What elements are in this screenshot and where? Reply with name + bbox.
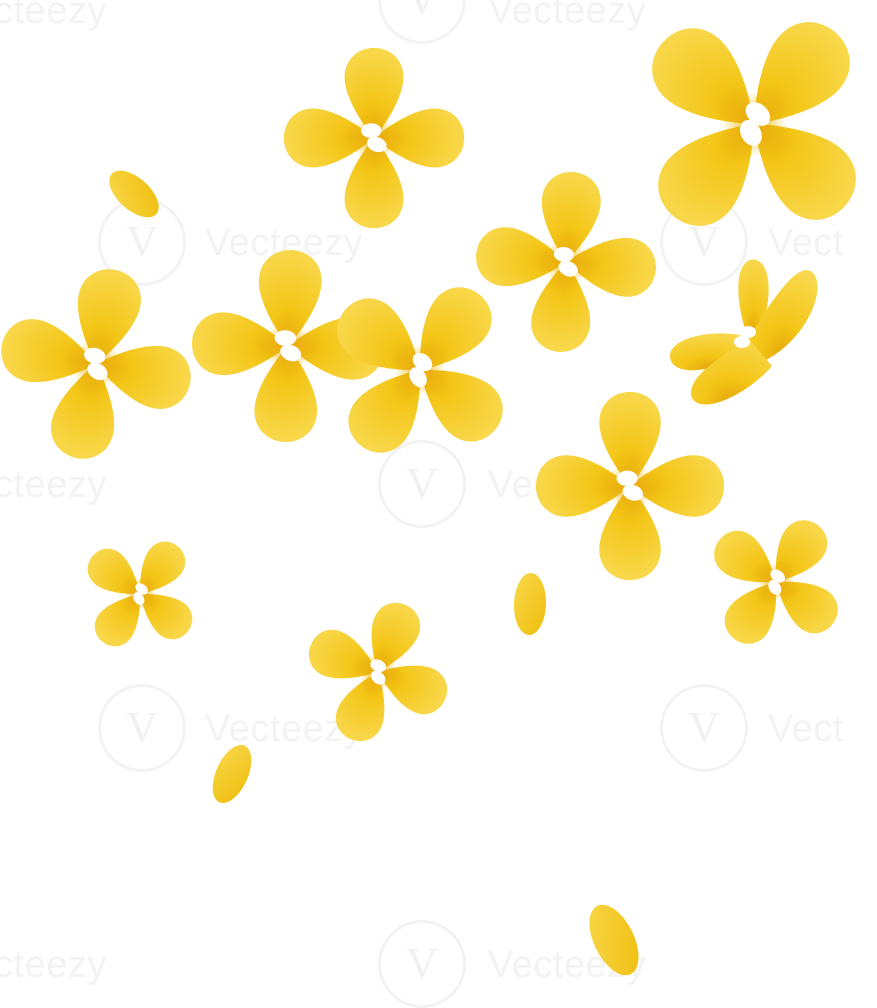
flower-seed xyxy=(274,330,297,346)
flower-petal xyxy=(754,124,856,220)
yellow-flower-icon xyxy=(1,269,191,459)
flower-petal xyxy=(541,172,601,262)
flower-petal xyxy=(139,541,186,594)
flower-petal xyxy=(420,369,503,442)
flower-seed xyxy=(768,580,782,595)
flower-petal xyxy=(599,391,661,486)
flower-seed xyxy=(553,247,574,262)
flower-petal xyxy=(670,333,748,371)
flower-petal xyxy=(283,108,374,168)
flower-seed xyxy=(622,484,644,501)
flower-petal xyxy=(94,594,141,647)
flower-petal xyxy=(754,22,850,124)
yellow-flower-icon xyxy=(308,602,448,742)
loose-petal-icon xyxy=(212,744,252,804)
flower-petal xyxy=(630,455,725,517)
flower-seed xyxy=(366,136,387,153)
flower-seed xyxy=(412,352,433,372)
flower-petal xyxy=(535,455,630,517)
loose-petal-icon xyxy=(109,170,159,218)
flower-petal xyxy=(714,530,776,583)
flower-petal xyxy=(476,227,566,287)
flower-seed xyxy=(361,123,382,138)
flower-seed xyxy=(370,670,386,685)
flower-petal xyxy=(748,270,818,360)
flower-petal xyxy=(87,548,140,595)
flower-petal xyxy=(775,520,828,582)
flower-petal xyxy=(258,250,322,346)
yellow-flower-icon xyxy=(652,22,856,226)
yellow-flower-icon xyxy=(714,520,838,644)
flower-illustration xyxy=(1,22,856,976)
flower-seed xyxy=(558,260,578,277)
flower-petal xyxy=(140,593,193,640)
flower-seed xyxy=(770,569,785,583)
flower-seed xyxy=(734,336,750,348)
flower-seed xyxy=(135,583,148,595)
flower-petal xyxy=(192,312,288,376)
flower-petal xyxy=(658,124,754,226)
yellow-flower-icon xyxy=(535,391,725,581)
flower-petal xyxy=(599,486,661,581)
flower-petal xyxy=(531,262,591,352)
yellow-flower-icon xyxy=(283,47,465,229)
flower-seed xyxy=(739,119,762,147)
flower-seed xyxy=(370,659,387,672)
flower-seed xyxy=(87,362,108,381)
yellow-flower-icon xyxy=(87,541,193,647)
side-view-flower-icon xyxy=(670,259,818,405)
flower-seed xyxy=(84,347,106,364)
flower-petal xyxy=(419,287,492,370)
flower-petal xyxy=(348,370,421,453)
yellow-flower-icon xyxy=(476,172,656,352)
flower-seed xyxy=(740,326,756,338)
flower-petal xyxy=(724,582,777,644)
loose-petal-icon xyxy=(513,573,547,635)
flower-petal xyxy=(344,47,404,139)
flower-petal xyxy=(344,138,404,229)
flower-petal xyxy=(337,298,420,371)
yellow-flower-icon xyxy=(337,287,503,453)
flower-petal xyxy=(566,237,656,297)
flower-petal xyxy=(776,581,838,634)
flower-petal xyxy=(254,346,318,442)
flower-seed xyxy=(133,592,145,605)
flower-seed xyxy=(280,344,302,362)
loose-petal-icon xyxy=(589,904,639,976)
flower-seed xyxy=(745,102,771,126)
flower-petal xyxy=(691,338,772,405)
flower-petal xyxy=(374,108,465,168)
flower-seed xyxy=(409,367,427,388)
flower-seed xyxy=(616,470,638,486)
flower-petal xyxy=(652,28,754,124)
yellow-flower-icon xyxy=(192,250,384,442)
